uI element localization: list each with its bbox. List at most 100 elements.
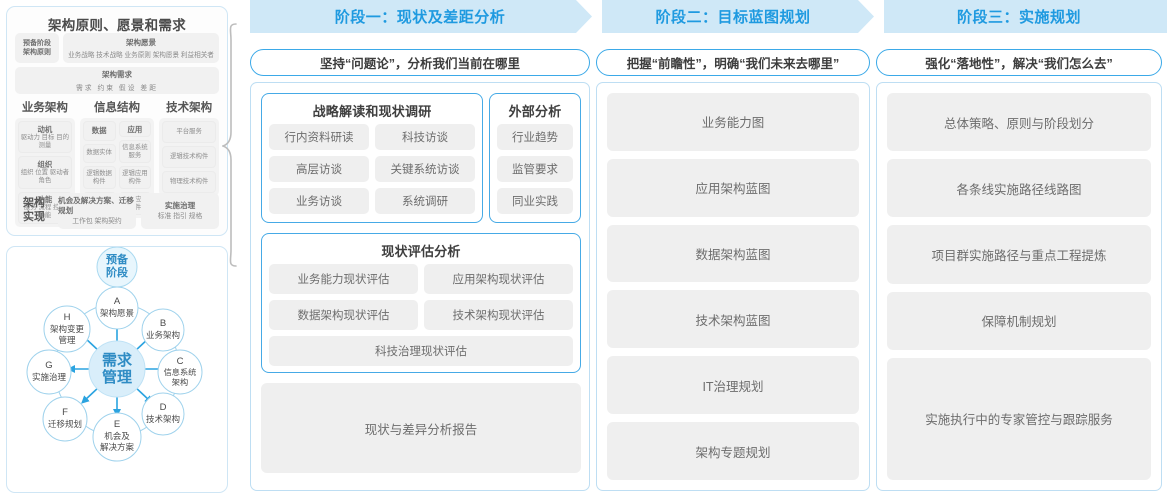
chevron-right-icon-1 (576, 0, 602, 33)
svg-text:F: F (62, 407, 68, 418)
phase-3-item-3[interactable]: 保障机制规划 (887, 291, 1151, 350)
phase-2-sub-banner: 把握“前瞻性”，明确“我们未来去哪里” (596, 49, 870, 76)
phase-3-band-label: 阶段三：实施规划 (956, 9, 1081, 26)
phase-band-background (250, 0, 1167, 33)
assessment-chip-3[interactable]: 技术架构现状评估 (424, 300, 573, 330)
togaf-pillar-information-title: 信息结构 (93, 102, 140, 114)
svg-text:架构愿景: 架构愿景 (100, 308, 134, 318)
togaf-implementation-box-1: 实施治理 标准 指引 规格 (141, 193, 219, 229)
togaf-business-group-0-items: 驱动力 目标 目的 测量 (20, 133, 69, 149)
togaf-business-group-0-title: 动机 (37, 124, 53, 134)
phase-3-item-4[interactable]: 实施执行中的专家管控与跟踪服务 (887, 357, 1151, 481)
togaf-business-group-2-items: 服务 流程 控制 功能 (23, 204, 66, 220)
togaf-implementation-box-1-title: 实施治理 (164, 200, 196, 210)
togaf-info-data-item-1: 逻辑数据构件 (82, 166, 116, 190)
phase-2-band-label: 阶段二：目标蓝图规划 (655, 9, 811, 26)
togaf-info-app-item-0: 信息系统服务 (118, 140, 152, 164)
togaf-vision-box: 架构愿景 业务战略 技术战略 业务原则 架构愿景 利益相关者 (63, 33, 219, 63)
svg-text:业务架构: 业务架构 (146, 330, 180, 340)
phase-2-item-3[interactable]: 技术架构蓝图 (607, 290, 859, 349)
togaf-business-group-1: 组织 组织 位置 驱动者 角色 (18, 156, 72, 189)
left-column: 架构原则、愿景和需求 预备阶段 架构原则 架构愿景 业务战略 技术战略 业务原则… (6, 6, 234, 493)
svg-text:B: B (160, 318, 166, 329)
research-chip-2[interactable]: 高层访谈 (269, 156, 369, 182)
svg-text:架构: 架构 (172, 377, 188, 387)
svg-text:架构变更: 架构变更 (50, 324, 85, 334)
external-analysis-card: 外部分析 行业趋势 监管要求 同业实践 (489, 93, 581, 223)
togaf-principles-section: 预备阶段 架构原则 架构愿景 业务战略 技术战略 业务原则 架构愿景 利益相关者… (15, 33, 219, 94)
research-chip-4[interactable]: 业务访谈 (269, 188, 369, 214)
svg-text:G: G (45, 360, 52, 371)
gap-analysis-report-box[interactable]: 现状与差异分析报告 (261, 383, 581, 473)
phase-2-item-1[interactable]: 应用架构蓝图 (607, 158, 859, 217)
togaf-info-app-head: 应用 (118, 121, 152, 138)
togaf-vision-title: 架构愿景 (126, 37, 156, 47)
assessment-chip-full[interactable]: 科技治理现状评估 (269, 336, 573, 366)
phase-3-item-1[interactable]: 各条线实施路径线路图 (887, 159, 1151, 218)
togaf-prep-box: 预备阶段 架构原则 (15, 33, 59, 63)
togaf-business-group-1-items: 组织 位置 驱动者 角色 (20, 169, 69, 184)
togaf-pillar-technology: 技术架构 平台服务 逻辑技术构件 物理技术构件 (159, 99, 219, 227)
togaf-business-group-1-title: 组织 (37, 159, 53, 169)
phase-2-item-2[interactable]: 数据架构蓝图 (607, 224, 859, 283)
phase-2-item-4[interactable]: IT治理规划 (607, 356, 859, 415)
phase-2-item-5[interactable]: 架构专题规划 (607, 422, 859, 480)
togaf-implementation-box-0: 机会及解决方案、迁移规划 工作包 架构契约 (58, 193, 136, 229)
togaf-tech-item-0: 平台服务 (162, 121, 216, 143)
togaf-framework-card: 架构原则、愿景和需求 预备阶段 架构原则 架构愿景 业务战略 技术战略 业务原则… (6, 6, 228, 236)
svg-text:信息系统: 信息系统 (164, 367, 197, 377)
togaf-title: 架构原则、愿景和需求 (48, 18, 186, 33)
phase-3-sub-banner: 强化“落地性”，解决“我们怎么去” (876, 49, 1162, 76)
togaf-pillar-technology-title: 技术架构 (166, 102, 213, 114)
svg-text:预备: 预备 (106, 252, 129, 266)
svg-text:机会及: 机会及 (104, 431, 130, 441)
assessment-chip-grid: 业务能力现状评估 应用架构现状评估 数据架构现状评估 技术架构现状评估 科技治理… (262, 264, 580, 373)
external-chip-1[interactable]: 监管要求 (497, 156, 573, 182)
research-chip-grid: 行内资料研读 科技访谈 高层访谈 关键系统访谈 业务访谈 系统调研 (262, 124, 482, 221)
togaf-vision-items: 业务战略 技术战略 业务原则 架构愿景 利益相关者 (68, 52, 214, 60)
togaf-requirements-title: 架构需求 (102, 70, 132, 80)
togaf-pillar-business-title: 业务架构 (21, 102, 68, 114)
phase-2-item-stack: 业务能力图 应用架构蓝图 数据架构蓝图 技术架构蓝图 IT治理规划 架构专题规划 (607, 93, 859, 480)
svg-text:D: D (160, 402, 167, 413)
togaf-info-app-item-1: 逻辑应用构件 (118, 166, 152, 190)
assessment-chip-0[interactable]: 业务能力现状评估 (269, 264, 418, 294)
phase-3-item-2[interactable]: 项目群实施路径与重点工程提炼 (887, 225, 1151, 284)
phase-1-sub-banner: 坚持“问题论”，分析我们当前在哪里 (250, 49, 590, 76)
togaf-business-group-0: 动机 驱动力 目标 目的 测量 (18, 121, 72, 154)
togaf-tech-item-1: 逻辑技术构件 (162, 146, 216, 168)
phase-2-panel: 业务能力图 应用架构蓝图 数据架构蓝图 技术架构蓝图 IT治理规划 架构专题规划 (596, 82, 870, 491)
togaf-prep-line2: 架构原则 (23, 49, 51, 56)
research-chip-1[interactable]: 科技访谈 (375, 124, 475, 150)
phase-2-item-0[interactable]: 业务能力图 (607, 93, 859, 151)
svg-text:A: A (114, 296, 121, 307)
external-chip-0[interactable]: 行业趋势 (497, 124, 573, 150)
svg-text:管理: 管理 (58, 335, 76, 345)
phase-1-band-label: 阶段一：现状及差距分析 (334, 9, 506, 26)
svg-text:H: H (64, 312, 71, 323)
svg-text:迁移规划: 迁移规划 (48, 419, 82, 429)
phase-3-item-0[interactable]: 总体策略、原则与阶段划分 (887, 93, 1151, 152)
togaf-requirements-box: 架构需求 需求 约束 假设 差距 (15, 67, 219, 94)
svg-text:E: E (114, 419, 120, 430)
research-chip-3[interactable]: 关键系统访谈 (375, 156, 475, 182)
svg-text:管理: 管理 (102, 368, 132, 386)
research-chip-0[interactable]: 行内资料研读 (269, 124, 369, 150)
togaf-implementation-box-0-title: 机会及解决方案、迁移规划 (58, 195, 134, 216)
research-chip-5[interactable]: 系统调研 (375, 188, 475, 214)
adm-cycle-diagram: 需求 管理 预备 阶段 A 架构愿景 B 业务架构 C 信息系统 架构 (26, 247, 203, 462)
togaf-implementation-label: 架构实现 (23, 197, 45, 223)
svg-text:阶段: 阶段 (106, 265, 128, 279)
phase-1-panel: 战略解读和现状调研 行内资料研读 科技访谈 高层访谈 关键系统访谈 业务访谈 系… (250, 82, 590, 491)
assessment-chip-2[interactable]: 数据架构现状评估 (269, 300, 418, 330)
adm-cycle-card: 需求 管理 预备 阶段 A 架构愿景 B 业务架构 C 信息系统 架构 (6, 246, 228, 493)
connector-brace-icon (222, 23, 237, 267)
togaf-implementation-box-1-items: 标准 指引 规格 (157, 212, 203, 220)
svg-text:实施治理: 实施治理 (32, 372, 67, 382)
research-card: 战略解读和现状调研 行内资料研读 科技访谈 高层访谈 关键系统访谈 业务访谈 系… (261, 93, 483, 223)
external-chip-2[interactable]: 同业实践 (497, 188, 573, 214)
assessment-chip-1[interactable]: 应用架构现状评估 (424, 264, 573, 294)
external-analysis-title: 外部分析 (508, 104, 562, 119)
svg-text:需求: 需求 (102, 351, 133, 369)
